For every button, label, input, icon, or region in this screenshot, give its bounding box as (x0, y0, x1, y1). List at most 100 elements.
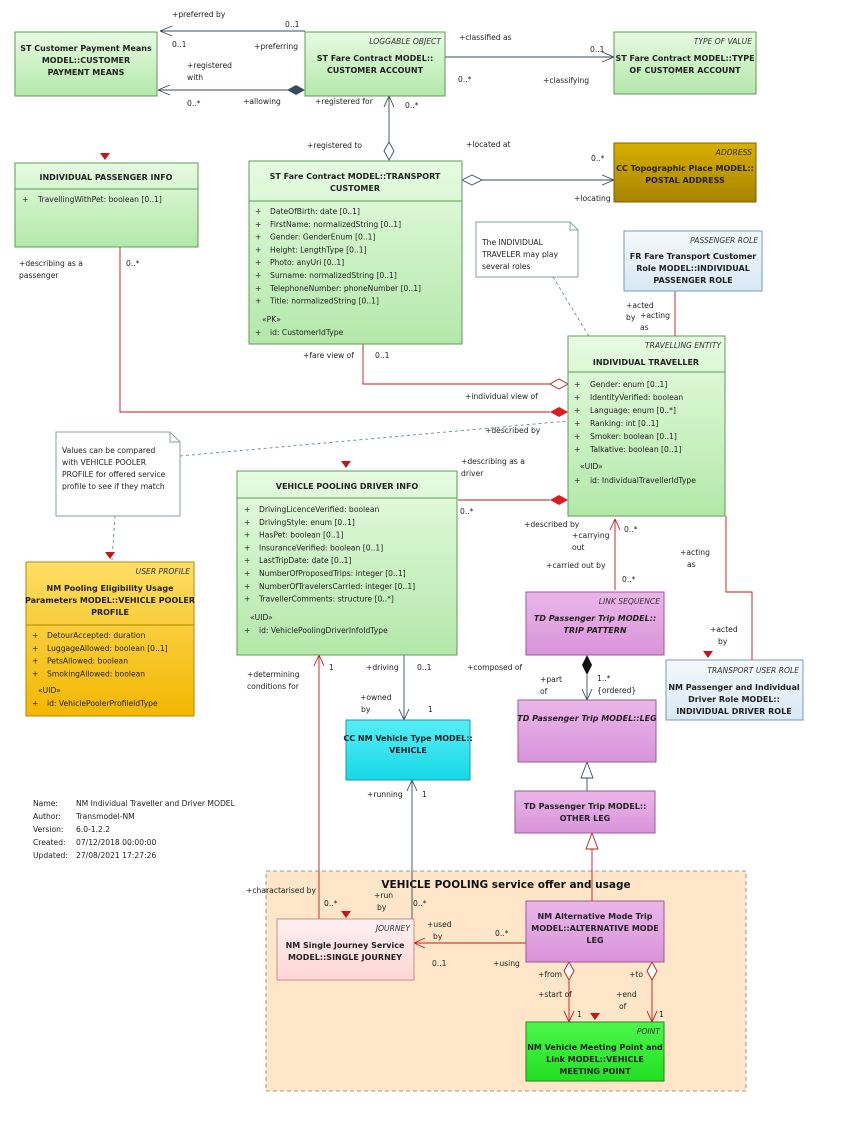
svg-text:JOURNEY: JOURNEY (374, 924, 412, 933)
svg-text:{ordered}: {ordered} (597, 686, 636, 695)
class-attribute: NumberOfTravelersCarried: integer [0..1] (259, 582, 415, 591)
svg-text:«UID»: «UID» (580, 462, 603, 471)
svg-text:CUSTOMER ACCOUNT: CUSTOMER ACCOUNT (327, 66, 424, 75)
class-attribute: Height: LengthType [0..1] (270, 245, 367, 254)
svg-text:+acting: +acting (640, 311, 670, 320)
svg-text:ST Customer Payment Means: ST Customer Payment Means (20, 44, 152, 53)
svg-text:0..1: 0..1 (285, 20, 300, 29)
class-other-leg[interactable]: TD Passenger Trip MODEL:: OTHER LEG (514, 790, 656, 834)
attr-visibility: + (255, 258, 261, 267)
class-attribute: DrivingStyle: enum [0..1] (259, 518, 355, 527)
svg-text:0..*: 0..* (405, 101, 419, 110)
note-traveller-roles: The INDIVIDUAL TRAVELER may play several… (475, 221, 579, 278)
aggregation-diamond (460, 174, 484, 186)
svg-text:by: by (626, 313, 636, 322)
svg-text:PASSENGER ROLE: PASSENGER ROLE (690, 236, 758, 245)
svg-text:0..*: 0..* (591, 154, 605, 163)
class-leg[interactable]: TD Passenger Trip MODEL::LEG (517, 699, 657, 763)
class-customer-account[interactable]: LOGGABLE OBJECT ST Fare Contract MODEL::… (304, 31, 446, 97)
svg-text:+owned: +owned (360, 693, 392, 702)
svg-text:0..*: 0..* (324, 899, 338, 908)
svg-text:+to: +to (629, 970, 643, 979)
svg-text:VEHICLE: VEHICLE (389, 746, 427, 755)
svg-text:Role MODEL::INDIVIDUAL: Role MODEL::INDIVIDUAL (636, 264, 750, 273)
svg-text:out: out (572, 543, 584, 552)
svg-text:+classifying: +classifying (543, 76, 589, 85)
aggregation-diamond (549, 378, 569, 390)
class-vehicle-meeting-point[interactable]: POINT NM Vehicle Meeting Point and Link … (525, 1013, 665, 1082)
class-vehicle[interactable]: CC NM Vehicle Type MODEL:: VEHICLE (343, 719, 473, 781)
svg-text:by: by (361, 705, 371, 714)
svg-text:id: VehiclePoolerProfileIdType: id: VehiclePoolerProfileIdType (47, 699, 158, 708)
class-type-of-customer-account[interactable]: TYPE OF VALUE ST Fare Contract MODEL::TY… (613, 31, 757, 95)
svg-text:+preferring: +preferring (254, 42, 298, 51)
svg-text:ST Fare Contract MODEL::TYPE: ST Fare Contract MODEL::TYPE (615, 54, 754, 63)
svg-text:INDIVIDUAL TRAVELLER: INDIVIDUAL TRAVELLER (593, 358, 699, 367)
attr-visibility: + (244, 595, 250, 604)
svg-text:+fare view of: +fare view of (303, 351, 354, 360)
attr-visibility: + (255, 207, 261, 216)
svg-text:+carried out by: +carried out by (546, 561, 606, 570)
class-trip-pattern[interactable]: LINK SEQUENCE TD Passenger Trip MODEL:: … (525, 591, 665, 656)
class-individual-passenger-role[interactable]: PASSENGER ROLE FR Fare Transport Custome… (623, 230, 763, 292)
class-attribute: HasPet: boolean [0..1] (259, 531, 343, 540)
svg-text:0..1: 0..1 (432, 959, 447, 968)
class-attribute: InsuranceVerified: boolean [0..1] (259, 543, 383, 552)
class-attribute: NumberOfProposedTrips: integer [0..1] (259, 569, 406, 578)
svg-text:with VEHICLE POOLER: with VEHICLE POOLER (62, 458, 147, 467)
svg-text:+part: +part (540, 675, 562, 684)
connectors-dark (157, 25, 615, 919)
svg-text:0..*: 0..* (458, 75, 472, 84)
svg-text:«UID»: «UID» (250, 613, 273, 622)
svg-text:POINT: POINT (637, 1027, 661, 1036)
svg-text:as: as (687, 560, 696, 569)
class-customer-payment-means[interactable]: ST Customer Payment Means MODEL::CUSTOME… (14, 31, 158, 97)
svg-text:CC NM Vehicle Type MODEL::: CC NM Vehicle Type MODEL:: (343, 734, 472, 743)
diagram-metadata: Name: NM Individual Traveller and Driver… (33, 799, 236, 860)
svg-text:1: 1 (428, 705, 433, 714)
class-vehicle-pooler-profile[interactable]: USER PROFILE NM Pooling Eligibility Usag… (25, 552, 195, 717)
connectors-red (119, 247, 753, 1023)
svg-text:Driver Role MODEL::: Driver Role MODEL:: (688, 695, 780, 704)
svg-text:id: CustomerIdType: id: CustomerIdType (270, 328, 344, 337)
svg-text:PROFILE for offered service: PROFILE for offered service (62, 470, 166, 479)
svg-text:+run: +run (374, 891, 393, 900)
class-attribute: DrivingLicenceVerified: boolean (259, 505, 379, 514)
svg-text:several roles: several roles (482, 262, 530, 271)
class-attribute: Title: normalizedString [0..1] (269, 297, 379, 306)
svg-text:id: VehiclePoolingDriverInfoId: id: VehiclePoolingDriverInfoIdType (259, 626, 388, 635)
svg-text:TYPE OF VALUE: TYPE OF VALUE (694, 37, 752, 46)
class-vehicle-pooling-driver-info[interactable]: VEHICLE POOLING DRIVER INFO +DrivingLice… (236, 461, 458, 656)
class-individual-driver-role[interactable]: TRANSPORT USER ROLE NM Passenger and Ind… (665, 651, 804, 721)
svg-text:OTHER LEG: OTHER LEG (560, 814, 611, 823)
svg-text:0..1: 0..1 (375, 351, 390, 360)
svg-text:Updated:: Updated: (33, 851, 68, 860)
svg-text:0..*: 0..* (126, 259, 140, 268)
class-individual-traveller[interactable]: TRAVELLING ENTITY INDIVIDUAL TRAVELLER +… (567, 335, 726, 517)
class-individual-passenger-info[interactable]: INDIVIDUAL PASSENGER INFO + TravellingWi… (14, 153, 199, 248)
svg-text:+acted: +acted (626, 301, 654, 310)
class-transport-customer[interactable]: ST Fare Contract MODEL::TRANSPORT CUSTOM… (248, 160, 463, 345)
svg-text:TRAVELLING ENTITY: TRAVELLING ENTITY (645, 341, 722, 350)
svg-text:TravellingWithPet: boolean [0.: TravellingWithPet: boolean [0..1] (37, 195, 162, 204)
attr-visibility: + (574, 419, 580, 428)
class-postal-address[interactable]: ADDRESS CC Topographic Place MODEL:: POS… (613, 142, 757, 203)
class-alternative-mode-leg[interactable]: NM Alternative Mode Trip MODEL::ALTERNAT… (525, 900, 665, 963)
svg-text:NM Pooling Eligibility Usage: NM Pooling Eligibility Usage (47, 584, 175, 593)
svg-text:+driving: +driving (366, 663, 399, 672)
aggregation-diamond (287, 85, 305, 95)
svg-text:+describing as a: +describing as a (19, 259, 83, 268)
svg-text:TRIP PATTERN: TRIP PATTERN (563, 626, 627, 635)
svg-text:LEG: LEG (586, 936, 603, 945)
svg-text:27/08/2021 17:27:26: 27/08/2021 17:27:26 (76, 851, 156, 860)
svg-text:by: by (377, 903, 387, 912)
svg-text:TRANSPORT USER ROLE: TRANSPORT USER ROLE (707, 666, 799, 675)
svg-text:id: IndividualTravellerIdType: id: IndividualTravellerIdType (590, 476, 696, 485)
aggregation-diamond (563, 961, 575, 981)
class-single-journey[interactable]: JOURNEY NM Single Journey Service MODEL:… (276, 911, 415, 981)
svg-text:LOGGABLE OBJECT: LOGGABLE OBJECT (369, 37, 442, 46)
svg-text:CC Topographic Place MODEL::: CC Topographic Place MODEL:: (616, 164, 754, 173)
svg-text:INDIVIDUAL PASSENGER INFO: INDIVIDUAL PASSENGER INFO (40, 173, 173, 182)
attr-visibility: + (255, 284, 261, 293)
